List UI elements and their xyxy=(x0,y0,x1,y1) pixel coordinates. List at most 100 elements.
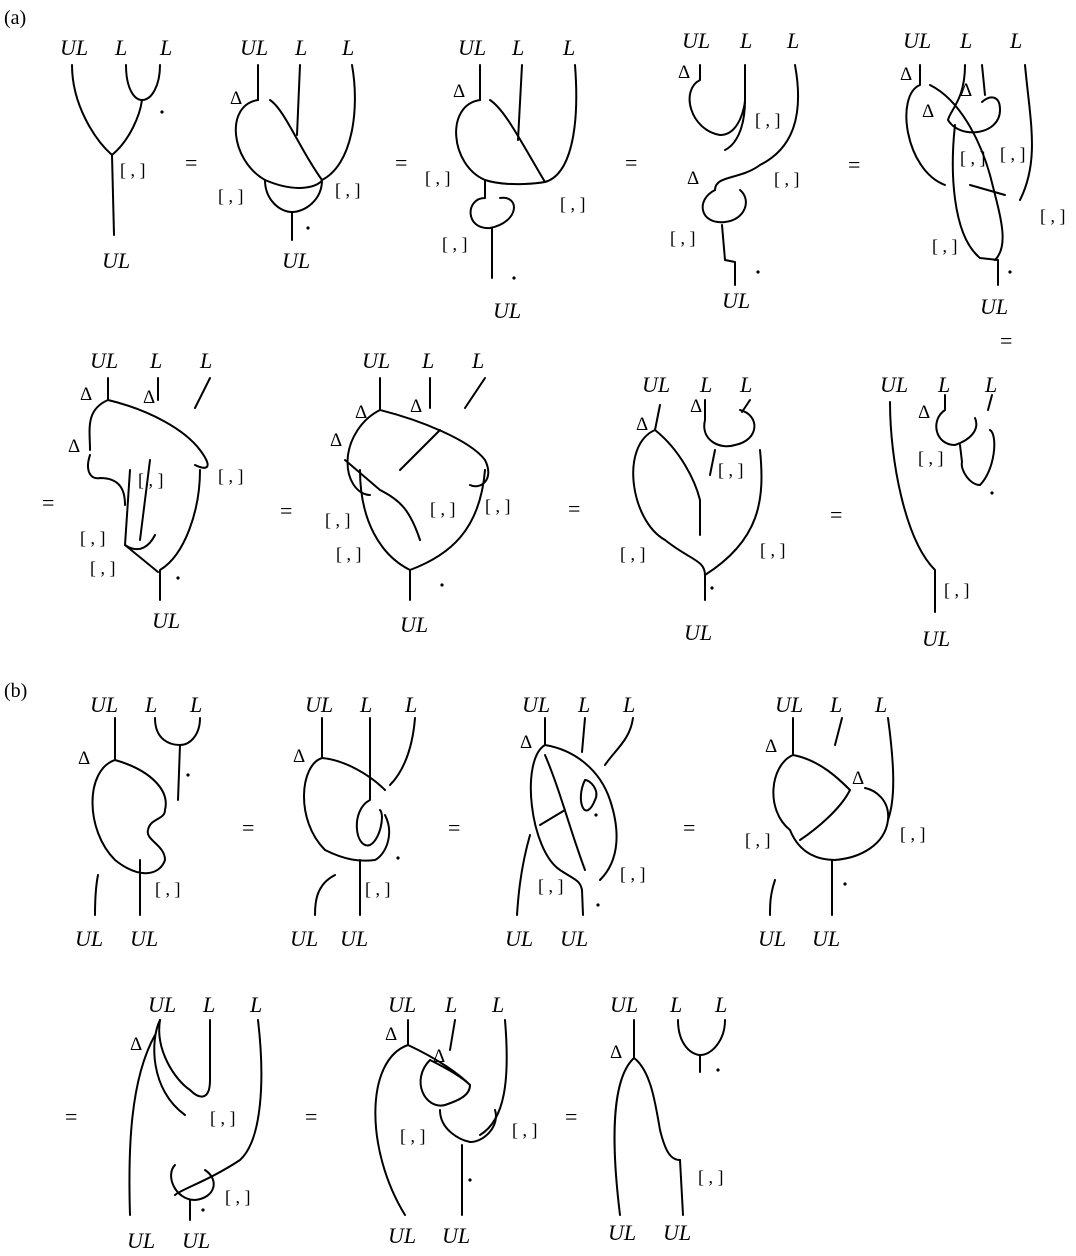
bracket-operator: [ , ] xyxy=(80,528,106,548)
bracket-operator: [ , ] xyxy=(400,1126,426,1146)
l-label: L xyxy=(471,348,484,373)
delta-symbol: Δ xyxy=(330,430,342,451)
ul-label: UL xyxy=(60,35,88,60)
delta-symbol: Δ xyxy=(293,746,305,767)
ul-label: UL xyxy=(922,626,950,651)
bracket-operator: [ , ] xyxy=(900,824,926,844)
bracket-operator: [ , ] xyxy=(718,460,744,480)
ul-label: UL xyxy=(560,926,588,951)
l-label: L xyxy=(1009,28,1022,53)
ul-label: UL xyxy=(682,28,710,53)
l-label: L xyxy=(669,992,682,1017)
delta-symbol: Δ xyxy=(433,1046,445,1067)
equals-sign: = xyxy=(185,150,197,175)
ul-label: UL xyxy=(127,1228,155,1251)
diagram-b2 xyxy=(304,718,415,915)
bracket-operator: [ , ] xyxy=(620,544,646,564)
bracket-operator: [ , ] xyxy=(670,228,696,248)
equals-sign: = xyxy=(1000,328,1012,353)
delta-symbol: Δ xyxy=(610,1042,622,1063)
panel-label-b: (b) xyxy=(4,680,27,702)
bracket-operator: [ , ] xyxy=(960,148,986,168)
delta-symbol: Δ xyxy=(410,396,422,417)
ul-label: UL xyxy=(493,298,521,323)
ul-label: UL xyxy=(684,620,712,645)
bracket-operator: [ , ] xyxy=(335,180,361,200)
ul-label: UL xyxy=(458,35,486,60)
bracket-operator: [ , ] xyxy=(774,169,800,189)
ul-label: UL xyxy=(880,372,908,397)
ul-label: UL xyxy=(522,692,550,717)
equals-sign: = xyxy=(65,1104,77,1129)
bracket-operator: [ , ] xyxy=(120,160,146,180)
ul-label: UL xyxy=(340,926,368,951)
equals-sign: = xyxy=(625,150,637,175)
ul-label: UL xyxy=(290,926,318,951)
ul-label: UL xyxy=(102,248,130,273)
diagram-a1 xyxy=(72,65,164,235)
equals-sign: = xyxy=(305,1104,317,1129)
l-label: L xyxy=(341,35,354,60)
panel-label-a: (a) xyxy=(4,7,26,29)
equals-sign: = xyxy=(848,152,860,177)
equals-sign: = xyxy=(683,815,695,840)
delta-symbol: Δ xyxy=(80,384,92,405)
bracket-operator: [ , ] xyxy=(325,510,351,530)
equals-sign: = xyxy=(42,490,54,515)
ul-label: UL xyxy=(442,1223,470,1248)
l-label: L xyxy=(959,28,972,53)
l-label: L xyxy=(577,692,590,717)
diagram-a2 xyxy=(236,65,355,240)
delta-symbol: Δ xyxy=(130,1034,142,1055)
bracket-operator: [ , ] xyxy=(745,830,771,850)
bracket-operator: [ , ] xyxy=(538,876,564,896)
bracket-operator: [ , ] xyxy=(512,1120,538,1140)
ul-label: UL xyxy=(663,1220,691,1245)
bracket-operator: [ , ] xyxy=(560,194,586,214)
diagram-b4 xyxy=(770,718,893,915)
l-label: L xyxy=(491,992,504,1017)
l-label: L xyxy=(699,372,712,397)
l-label: L xyxy=(199,348,212,373)
equals-sign: = xyxy=(448,815,460,840)
delta-symbol: Δ xyxy=(900,64,912,85)
ul-label: UL xyxy=(90,348,118,373)
l-label: L xyxy=(714,992,727,1017)
ul-label: UL xyxy=(610,992,638,1017)
delta-symbol: Δ xyxy=(453,81,465,102)
ul-label: UL xyxy=(812,926,840,951)
ul-label: UL xyxy=(152,608,180,633)
ul-label: UL xyxy=(400,612,428,637)
bracket-operator: [ , ] xyxy=(365,879,391,899)
equals-sign: = xyxy=(568,496,580,521)
bracket-operator: [ , ] xyxy=(944,580,970,600)
ul-label: UL xyxy=(642,372,670,397)
bracket-operator: [ , ] xyxy=(210,1108,236,1128)
equals-sign: = xyxy=(280,498,292,523)
l-label: L xyxy=(149,348,162,373)
delta-symbol: Δ xyxy=(68,436,80,457)
delta-symbol: Δ xyxy=(78,748,90,769)
bracket-operator: [ , ] xyxy=(90,558,116,578)
delta-symbol: Δ xyxy=(636,414,648,435)
delta-symbol: Δ xyxy=(960,80,972,101)
l-label: L xyxy=(829,692,842,717)
ul-label: UL xyxy=(182,1228,210,1251)
equals-sign: = xyxy=(565,1104,577,1129)
l-label: L xyxy=(874,692,887,717)
bracket-operator: [ , ] xyxy=(425,168,451,188)
l-label: L xyxy=(114,35,127,60)
ul-label: UL xyxy=(148,992,176,1017)
ul-label: UL xyxy=(722,288,750,313)
bracket-operator: [ , ] xyxy=(430,499,456,519)
diagram-b1 xyxy=(93,718,201,915)
delta-symbol: Δ xyxy=(852,768,864,789)
delta-symbol: Δ xyxy=(355,402,367,423)
l-label: L xyxy=(786,28,799,53)
bracket-operator: [ , ] xyxy=(1000,144,1026,164)
bracket-operator: [ , ] xyxy=(1040,206,1066,226)
bracket-operator: [ , ] xyxy=(155,879,181,899)
